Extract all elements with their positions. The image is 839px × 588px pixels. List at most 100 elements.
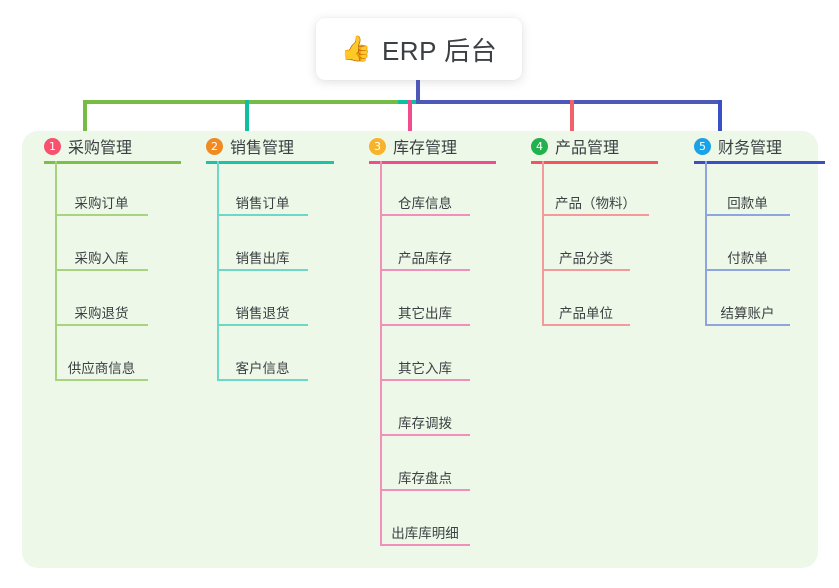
branch-item[interactable]: 销售退货 <box>217 271 308 326</box>
branch-badge-1: 1 <box>44 137 61 155</box>
branch-item-underline <box>705 214 790 216</box>
branch-item-underline <box>217 214 308 216</box>
branch-title-3: 库存管理 <box>393 140 458 157</box>
branch-header-1[interactable]: 1 采购管理 <box>33 131 132 161</box>
branch-item[interactable]: 产品分类 <box>542 216 630 271</box>
branch-item-label: 结算账户 <box>720 306 775 321</box>
branch-item-underline <box>55 269 148 271</box>
branch-item-label: 销售退货 <box>235 306 290 321</box>
branch-title-5: 财务管理 <box>718 140 783 157</box>
branch-header-5[interactable]: 5 财务管理 <box>683 131 782 161</box>
branch-item[interactable]: 产品单位 <box>542 271 630 326</box>
branch-title-4: 产品管理 <box>555 140 620 157</box>
branch-item-underline <box>705 269 790 271</box>
branch-item-label: 其它入库 <box>398 361 452 376</box>
branch-item-underline <box>542 214 649 216</box>
branch-item[interactable]: 产品（物料） <box>542 161 649 216</box>
branch-header-3[interactable]: 3 库存管理 <box>358 131 457 161</box>
branch-header-2[interactable]: 2 销售管理 <box>195 131 294 161</box>
bus-segment-green <box>83 100 400 104</box>
branch-column-1: 1 采购管理采购订单采购入库采购退货供应商信息 <box>33 131 181 381</box>
root-title: ERP 后台 <box>381 35 498 66</box>
branch-item-underline <box>217 324 308 326</box>
thumbs-up-emoji: 👍 <box>340 34 372 63</box>
branches-panel: 1 采购管理采购订单采购入库采购退货供应商信息 2 销售管理销售订单销售出库销售退货客… <box>22 131 825 568</box>
branch-spine-3 <box>380 161 382 546</box>
branch-item[interactable]: 产品库存 <box>380 216 470 271</box>
branch-underline-2 <box>206 161 334 164</box>
branch-item-underline <box>542 324 630 326</box>
branch-item[interactable]: 出库库明细 <box>380 491 470 546</box>
branch-item-underline <box>217 269 308 271</box>
branch-badge-3: 3 <box>369 137 386 155</box>
branch-item-label: 回款单 <box>727 196 768 211</box>
branch-item-label: 库存调拨 <box>398 416 452 431</box>
drop-connector-2 <box>245 100 249 142</box>
drop-connector-4 <box>570 100 574 142</box>
branch-item-label: 销售订单 <box>235 196 290 211</box>
branch-item[interactable]: 采购退货 <box>55 271 148 326</box>
branch-spine-2 <box>217 161 219 381</box>
branch-item[interactable]: 销售出库 <box>217 216 308 271</box>
branch-underline-3 <box>369 161 496 164</box>
branch-item-underline <box>380 379 470 381</box>
branch-item-underline <box>380 214 470 216</box>
branch-item-underline <box>380 544 470 546</box>
branch-item-label: 客户信息 <box>235 361 290 376</box>
branch-item-underline <box>380 434 470 436</box>
branch-badge-2: 2 <box>206 137 223 155</box>
branch-item-label: 采购入库 <box>74 251 129 266</box>
branch-badge-4: 4 <box>531 137 548 155</box>
branch-title-1: 采购管理 <box>68 140 133 157</box>
branch-underline-4 <box>531 161 658 164</box>
branch-item[interactable]: 仓库信息 <box>380 161 470 216</box>
root-node[interactable]: 👍 ERP 后台 <box>316 18 522 80</box>
branch-item-underline <box>55 379 148 381</box>
branch-item[interactable]: 结算账户 <box>705 271 790 326</box>
branch-item[interactable]: 采购入库 <box>55 216 148 271</box>
branch-item-label: 采购退货 <box>74 306 129 321</box>
branch-title-2: 销售管理 <box>230 140 295 157</box>
branch-item[interactable]: 回款单 <box>705 161 790 216</box>
branch-item-underline <box>380 269 470 271</box>
drop-connector-1 <box>83 100 87 142</box>
branch-item-underline <box>380 324 470 326</box>
branch-spine-1 <box>55 161 57 381</box>
branch-item[interactable]: 采购订单 <box>55 161 148 216</box>
branch-column-2: 2 销售管理销售订单销售出库销售退货客户信息 <box>195 131 334 381</box>
branch-item[interactable]: 供应商信息 <box>55 326 148 381</box>
branch-item-underline <box>55 324 148 326</box>
bus-segment-indigo <box>416 100 722 104</box>
branch-item-label: 仓库信息 <box>398 196 452 211</box>
branch-item-underline <box>705 324 790 326</box>
branch-item-label: 采购订单 <box>74 196 129 211</box>
branch-underline-1 <box>44 161 181 164</box>
branch-item[interactable]: 其它入库 <box>380 326 470 381</box>
root-stem-connector <box>416 80 420 104</box>
branch-column-5: 5 财务管理回款单付款单结算账户 <box>683 131 825 326</box>
branch-item[interactable]: 库存盘点 <box>380 436 470 491</box>
branch-spine-4 <box>542 161 544 326</box>
branch-item-underline <box>217 379 308 381</box>
branch-item-label: 产品（物料） <box>555 196 636 211</box>
branch-item[interactable]: 付款单 <box>705 216 790 271</box>
branch-item-label: 库存盘点 <box>398 471 452 486</box>
branch-item[interactable]: 其它出库 <box>380 271 470 326</box>
branch-item[interactable]: 客户信息 <box>217 326 308 381</box>
branch-item-label: 产品分类 <box>559 251 613 266</box>
branch-item-label: 产品库存 <box>398 251 452 266</box>
branch-item-label: 销售出库 <box>235 251 290 266</box>
branch-badge-5: 5 <box>694 137 711 155</box>
branch-item-label: 出库库明细 <box>391 526 459 541</box>
branch-item-underline <box>380 489 470 491</box>
branch-item-label: 产品单位 <box>559 306 613 321</box>
branch-item-underline <box>55 214 148 216</box>
branch-header-4[interactable]: 4 产品管理 <box>520 131 619 161</box>
branch-item[interactable]: 销售订单 <box>217 161 308 216</box>
branch-item[interactable]: 库存调拨 <box>380 381 470 436</box>
branch-column-4: 4 产品管理产品（物料） 产品分类产品单位 <box>520 131 658 326</box>
branch-item-label: 供应商信息 <box>67 361 136 376</box>
branch-column-3: 3 库存管理仓库信息产品库存其它出库其它入库库存调拨库存盘点出库库明细 <box>358 131 496 546</box>
branch-item-label: 付款单 <box>727 251 768 266</box>
